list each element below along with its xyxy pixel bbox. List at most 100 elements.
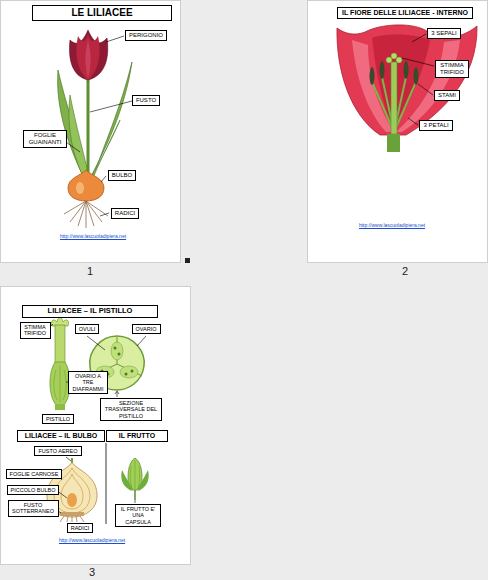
label-text: LILIACEE – IL PISTILLO <box>26 307 154 316</box>
leader-line <box>106 36 124 42</box>
part-label: OVARIO <box>132 324 161 334</box>
label-text: STIMMA TRIFIDO <box>24 324 47 337</box>
leader-line <box>101 176 106 182</box>
part-label: FOGLIE GUAINANTI <box>23 130 67 148</box>
ovule <box>131 370 134 373</box>
ovule <box>125 373 128 376</box>
part-label: BULBO <box>108 170 136 181</box>
label-text: FUSTO SOTTERRANEO <box>12 502 55 515</box>
label-text: FOGLIE GUAINANTI <box>27 132 63 146</box>
label-text: IL FIORE DELLE LILIACEE - INTERNO <box>341 9 469 17</box>
leader-lines <box>49 324 146 397</box>
anther <box>404 61 409 79</box>
part-label: RADICI <box>67 523 94 533</box>
leader-line <box>66 457 71 461</box>
ovule <box>118 353 121 356</box>
header-cell: IL FRUTTO <box>106 430 168 442</box>
part-label: PERIGONIO <box>125 30 167 41</box>
locule <box>111 342 123 360</box>
label-text: PISTILLO <box>46 416 70 422</box>
stigma-lobe <box>396 57 402 63</box>
label-text: STIMMA TRIFIDO <box>439 62 465 76</box>
label-text: FOGLIE CARNOSE <box>10 471 59 477</box>
tulip-flower <box>70 30 108 80</box>
anther <box>370 67 375 85</box>
locule <box>120 366 138 378</box>
leaf <box>58 70 90 182</box>
part-label: FUSTO SOTTERRANEO <box>8 500 59 517</box>
source-url: http://www.lascuoladipiera.net <box>60 233 126 239</box>
ovary-ribs <box>54 366 66 402</box>
label-text: RADICI <box>71 525 90 531</box>
title-box: LILIACEE – IL PISTILLO <box>22 305 158 318</box>
roots <box>64 201 108 228</box>
label-text: LILIACEE – IL BULBO <box>21 432 101 440</box>
label-text: OVARIO <box>136 326 157 332</box>
label-text: SEZIONE TRASVERSALE DEL PISTILLO <box>104 400 158 419</box>
leader-line <box>87 336 105 350</box>
part-label: STIMMA TRIFIDO <box>435 60 469 78</box>
page-sheet <box>308 1 488 263</box>
part-label: PISTILLO <box>42 414 74 424</box>
petal <box>352 40 394 132</box>
header-cell: LILIACEE – IL BULBO <box>17 430 105 442</box>
stigma-lobe <box>386 57 392 63</box>
sepal <box>137 470 149 490</box>
label-text: IL FRUTTO E' UNA CAPSULA <box>119 506 157 525</box>
label-text: OVULI <box>79 326 96 332</box>
style <box>55 325 65 363</box>
bulb-highlight <box>76 182 84 194</box>
title-box: LE LILIACEE <box>32 5 172 21</box>
page-number: 3 <box>89 566 95 578</box>
petal <box>396 40 460 132</box>
part-label: SEZIONE TRASVERSALE DEL PISTILLO <box>100 398 162 421</box>
pistil <box>391 62 397 134</box>
label-text: FUSTO <box>136 97 156 104</box>
anther <box>380 61 385 79</box>
leader-line <box>418 84 433 95</box>
source-url: http://www.lascuoladipiera.net <box>359 222 425 228</box>
part-label: IL FRUTTO E' UNA CAPSULA <box>115 504 161 527</box>
part-label: RADICI <box>111 208 139 219</box>
part-label: STAMI <box>434 90 460 101</box>
leader-line <box>100 213 109 216</box>
label-text: 3 PETALI <box>423 122 448 129</box>
petal-highlight <box>85 40 90 78</box>
label-text: IL FRUTTO <box>110 432 164 440</box>
fleshy-leaf-layer <box>61 474 83 509</box>
leader-line <box>66 142 80 152</box>
part-label: FOGLIE CARNOSE <box>6 469 63 479</box>
leader-line <box>408 118 418 125</box>
column-divider <box>106 443 107 524</box>
label-text: LE LILIACEE <box>36 7 168 19</box>
pistil-base <box>55 405 65 410</box>
label-text: BULBO <box>112 172 132 179</box>
label-text: PICCOLO BULBO <box>11 487 56 493</box>
label-text: STAMI <box>438 92 456 99</box>
leader-line <box>90 101 132 112</box>
sepal <box>121 470 133 490</box>
leader-line <box>135 500 136 503</box>
petal <box>76 34 99 80</box>
page-sheet <box>1 1 181 263</box>
leaf <box>88 62 132 182</box>
page-number: 1 <box>87 265 93 277</box>
part-label: STIMMA TRIFIDO <box>20 322 51 339</box>
leader-lines <box>402 34 434 125</box>
label-text: PERIGONIO <box>129 32 163 39</box>
ovule <box>114 347 117 350</box>
part-label: FUSTO AEREO <box>34 446 81 456</box>
label-text: OVARIO A TRE DIAFRAMMI <box>72 373 104 392</box>
anther <box>414 67 419 85</box>
label-text: RADICI <box>115 210 135 217</box>
part-label: PICCOLO BULBO <box>7 485 60 495</box>
page-sheet <box>1 287 191 565</box>
stigma-lobe <box>391 53 397 59</box>
underground-stem <box>60 512 84 516</box>
page-number: 2 <box>402 265 408 277</box>
flower-section <box>337 25 477 135</box>
stem <box>387 134 400 152</box>
